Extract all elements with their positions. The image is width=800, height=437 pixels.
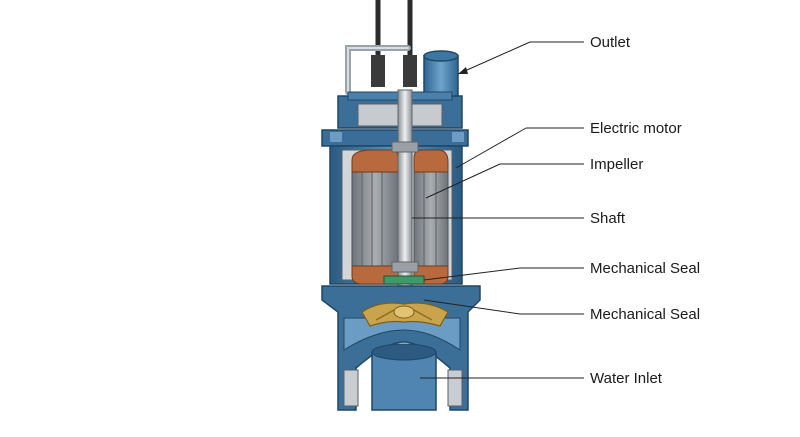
impeller <box>361 302 449 327</box>
water-inlet <box>371 343 437 411</box>
power-cables <box>371 0 417 87</box>
leader-outlet <box>457 41 531 75</box>
stator <box>351 167 449 271</box>
leader-seal-lower <box>423 299 521 315</box>
label-outlet: Outlet <box>590 34 631 51</box>
leader-impeller <box>425 163 501 199</box>
label-electric-motor: Electric motor <box>590 120 682 137</box>
leader-motor <box>455 127 527 169</box>
label-mechanical-seal-upper: Mechanical Seal <box>590 260 700 277</box>
leader-arrowheads <box>458 67 468 74</box>
label-water-inlet: Water Inlet <box>590 370 663 387</box>
leader-lines <box>412 41 584 379</box>
label-mechanical-seal-lower: Mechanical Seal <box>590 306 700 323</box>
carry-handle <box>345 45 411 95</box>
label-shaft: Shaft <box>590 210 626 227</box>
label-impeller: Impeller <box>590 156 643 173</box>
callout-labels: Outlet Electric motor Impeller Shaft Mec… <box>590 34 700 387</box>
leader-seal-upper <box>423 267 521 281</box>
